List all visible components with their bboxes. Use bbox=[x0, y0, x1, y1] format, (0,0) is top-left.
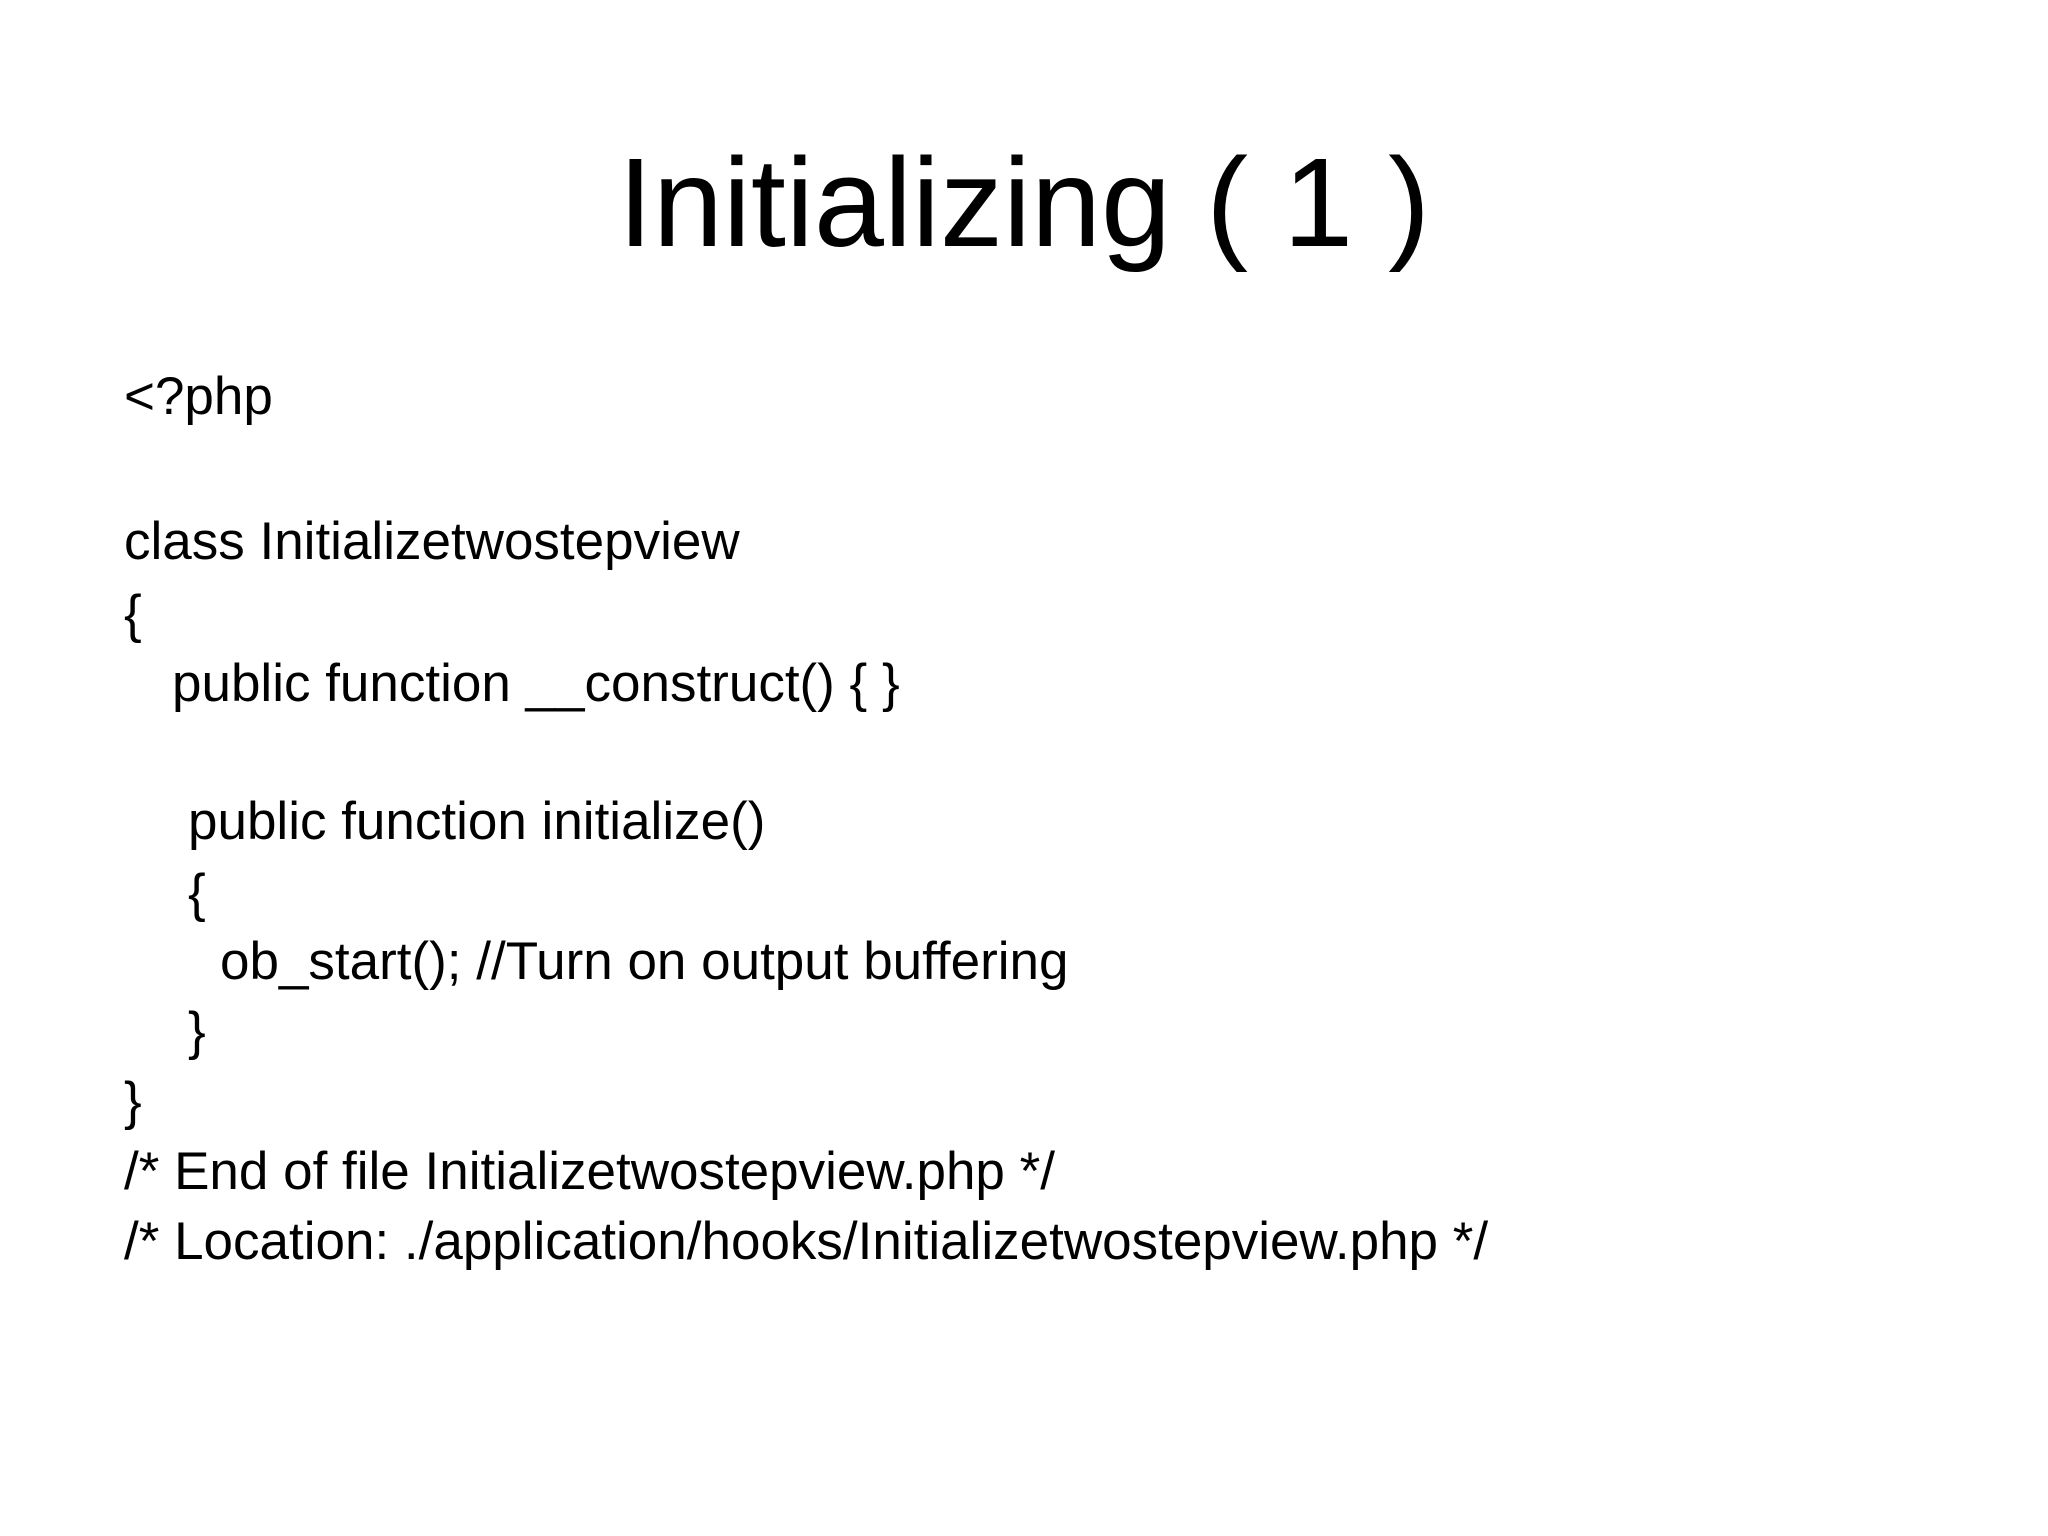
code-line-class-open-brace: { bbox=[124, 585, 142, 644]
code-line-end-of-file-comment: /* End of file Initializetwostepview.php… bbox=[124, 1142, 1055, 1201]
code-line-class-close-brace: } bbox=[124, 1072, 142, 1131]
slide-title: Initializing ( 1 ) bbox=[617, 132, 1431, 273]
code-line-php-open: <?php bbox=[124, 367, 273, 426]
code-line-method-open-brace: { bbox=[188, 864, 206, 923]
code-line-initialize-signature: public function initialize() bbox=[188, 792, 766, 851]
code-line-location-comment: /* Location: ./application/hooks/Initial… bbox=[124, 1212, 1489, 1271]
code-line-class-declaration: class Initializetwostepview bbox=[124, 512, 740, 571]
code-line-constructor: public function __construct() { } bbox=[172, 654, 900, 713]
code-line-method-close-brace: } bbox=[188, 1002, 206, 1061]
code-line-ob-start: ob_start(); //Turn on output buffering bbox=[220, 932, 1069, 991]
